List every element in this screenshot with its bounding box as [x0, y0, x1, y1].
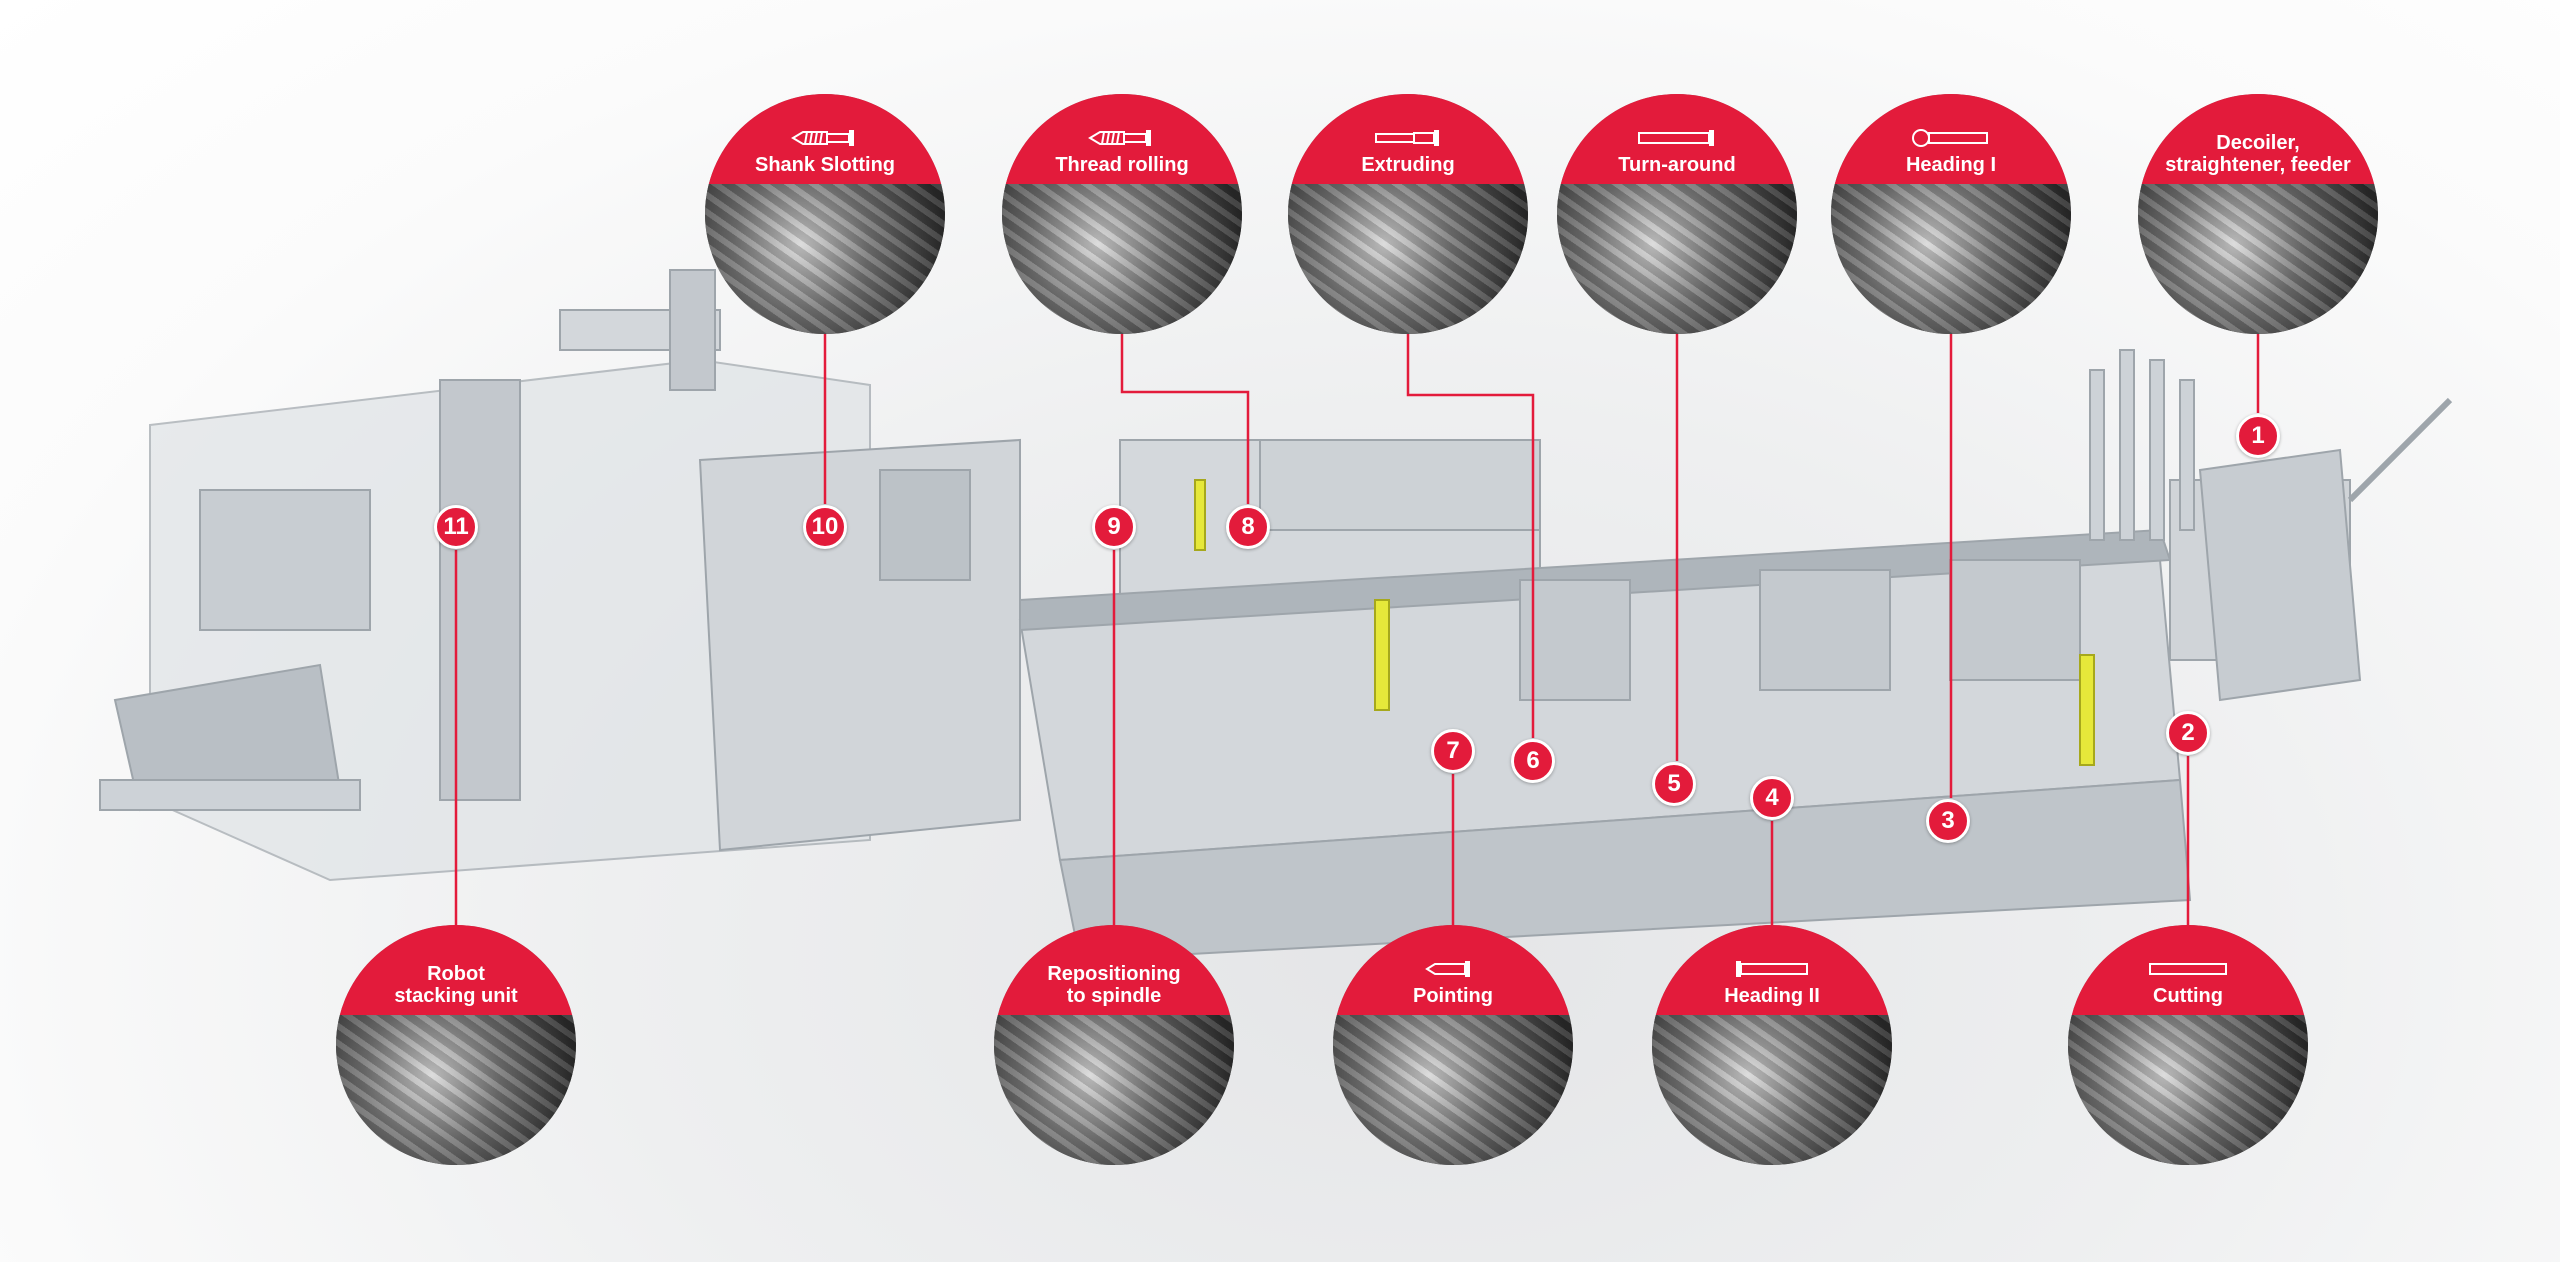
station-circle-5: Turn-around [1557, 94, 1797, 334]
station-label: Pointing [1413, 985, 1493, 1007]
station-label: Robot stacking unit [394, 963, 518, 1007]
station-number-badge: 4 [1750, 776, 1794, 820]
station-label: Shank Slotting [755, 154, 895, 176]
station-number-badge: 11 [434, 505, 478, 549]
station-label: Repositioning to spindle [1047, 963, 1181, 1007]
ball-head-bar-icon [1912, 129, 1988, 147]
station-number-badge: 1 [2236, 414, 2280, 458]
station-circle-2: Cutting [2068, 925, 2308, 1165]
station-number-badge: 10 [803, 505, 847, 549]
station-caption: Robot stacking unit [336, 925, 576, 1015]
station-photo [994, 1015, 1234, 1165]
station-caption: Shank Slotting [705, 94, 945, 184]
station-caption: Repositioning to spindle [994, 925, 1234, 1015]
station-circle-8: Thread rolling [1002, 94, 1242, 334]
station-label: Heading I [1905, 154, 1996, 176]
station-caption: Heading II [1652, 925, 1892, 1015]
station-circle-7: Pointing [1333, 925, 1573, 1165]
station-photo [336, 1015, 576, 1165]
station-circle-4: Heading II [1652, 925, 1892, 1165]
station-label: Decoiler, straightener, feeder [2165, 132, 2351, 176]
station-photo [1333, 1015, 1573, 1165]
station-number-badge: 5 [1652, 762, 1696, 806]
station-photo [1652, 1015, 1892, 1165]
bar-icon [2149, 963, 2227, 975]
station-caption: Heading I [1831, 94, 2071, 184]
station-label: Turn-around [1618, 154, 1736, 176]
station-circle-3: Heading I [1831, 94, 2071, 334]
station-caption: Extruding [1288, 94, 1528, 184]
station-circle-11: Robot stacking unit [336, 925, 576, 1165]
slotted-screw-icon [791, 130, 854, 146]
station-number-badge: 2 [2166, 711, 2210, 755]
station-caption: Turn-around [1557, 94, 1797, 184]
station-circle-6: Extruding [1288, 94, 1528, 334]
threaded-screw-icon [1088, 130, 1151, 146]
pointed-pin-icon [1425, 961, 1470, 977]
headed-pin-right-icon [1638, 130, 1714, 146]
station-number-badge: 8 [1226, 505, 1270, 549]
station-caption: Thread rolling [1002, 94, 1242, 184]
station-photo [2138, 184, 2378, 334]
station-label: Heading II [1724, 985, 1820, 1007]
station-circle-9: Repositioning to spindle [994, 925, 1234, 1165]
station-circle-10: Shank Slotting [705, 94, 945, 334]
station-photo [705, 184, 945, 334]
station-photo [1557, 184, 1797, 334]
station-photo [1002, 184, 1242, 334]
station-photo [1288, 184, 1528, 334]
headed-pin-left-icon [1736, 961, 1808, 977]
station-caption: Decoiler, straightener, feeder [2138, 94, 2378, 184]
extruded-pin-icon [1375, 130, 1439, 146]
station-number-badge: 9 [1092, 505, 1136, 549]
station-number-badge: 3 [1926, 799, 1970, 843]
station-label: Thread rolling [1055, 154, 1189, 176]
station-label: Extruding [1361, 154, 1455, 176]
station-caption: Pointing [1333, 925, 1573, 1015]
station-caption: Cutting [2068, 925, 2308, 1015]
station-label: Cutting [2153, 985, 2223, 1007]
station-circle-1: Decoiler, straightener, feeder [2138, 94, 2378, 334]
station-number-badge: 7 [1431, 729, 1475, 773]
station-number-badge: 6 [1511, 739, 1555, 783]
station-photo [2068, 1015, 2308, 1165]
station-photo [1831, 184, 2071, 334]
